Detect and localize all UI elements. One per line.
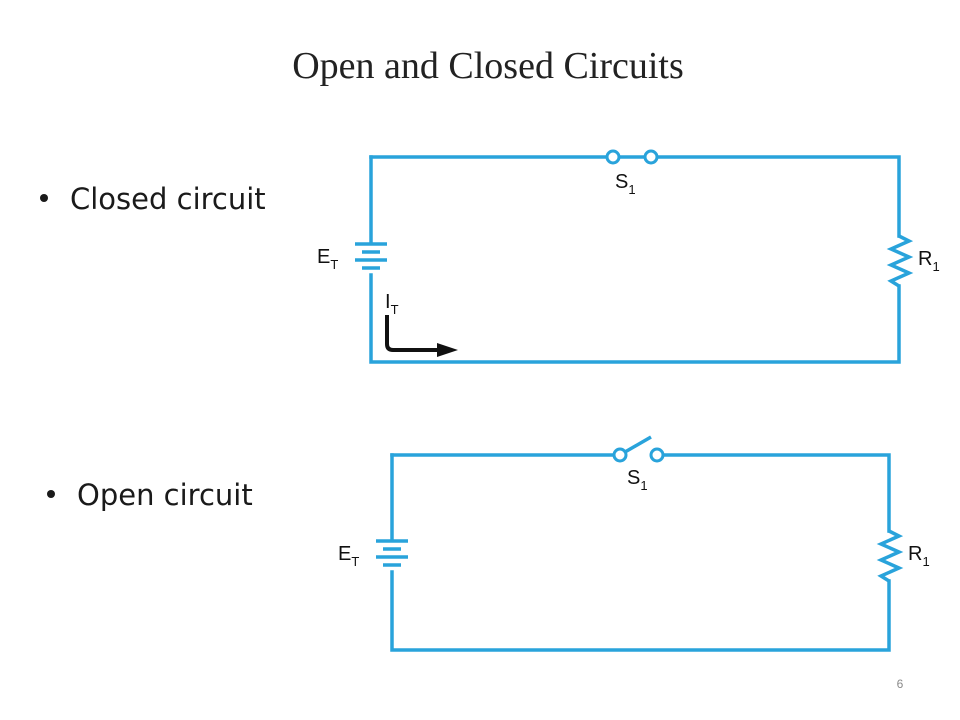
current-arrow-shaft [385, 315, 440, 352]
closed-circuit-wires [369, 155, 901, 364]
open-resistor-label: R1 [908, 543, 930, 569]
current-arrowhead [437, 343, 458, 357]
bullet-open-circuit: Open circuit [47, 478, 253, 512]
open-switch-blade [624, 435, 652, 454]
open-switch-terminal-left [612, 447, 628, 463]
bullet-closed-circuit: Closed circuit [40, 182, 266, 216]
open-switch-label: S1 [627, 467, 648, 493]
closed-bottom-wire [369, 273, 901, 364]
closed-top-wire-right [654, 155, 901, 238]
bullet-dot [47, 490, 55, 498]
closed-resistor [886, 234, 914, 288]
closed-switch [605, 149, 659, 165]
open-battery [376, 539, 408, 567]
open-switch-terminal-right [649, 447, 665, 463]
bullet-closed-circuit-text: Closed circuit [70, 182, 266, 216]
bullet-dot [40, 194, 48, 202]
slide-title: Open and Closed Circuits [292, 45, 684, 87]
bullet-open-circuit-text: Open circuit [77, 478, 253, 512]
current-arrow [385, 315, 458, 357]
closed-switch-label: S1 [615, 171, 636, 197]
current-label: IT [385, 291, 399, 317]
closed-resistor-label: R1 [918, 248, 940, 274]
open-source-label: ET [338, 543, 359, 569]
closed-switch-terminal-right [643, 149, 659, 165]
open-switch [612, 435, 665, 463]
closed-source-label: ET [317, 246, 338, 272]
open-circuit-wires [390, 453, 891, 652]
open-top-wire-right [660, 453, 891, 533]
open-bottom-wire [390, 570, 891, 652]
closed-battery [355, 242, 387, 270]
page-number: 6 [896, 677, 904, 691]
closed-switch-terminal-left [605, 149, 621, 165]
open-resistor [876, 529, 904, 583]
